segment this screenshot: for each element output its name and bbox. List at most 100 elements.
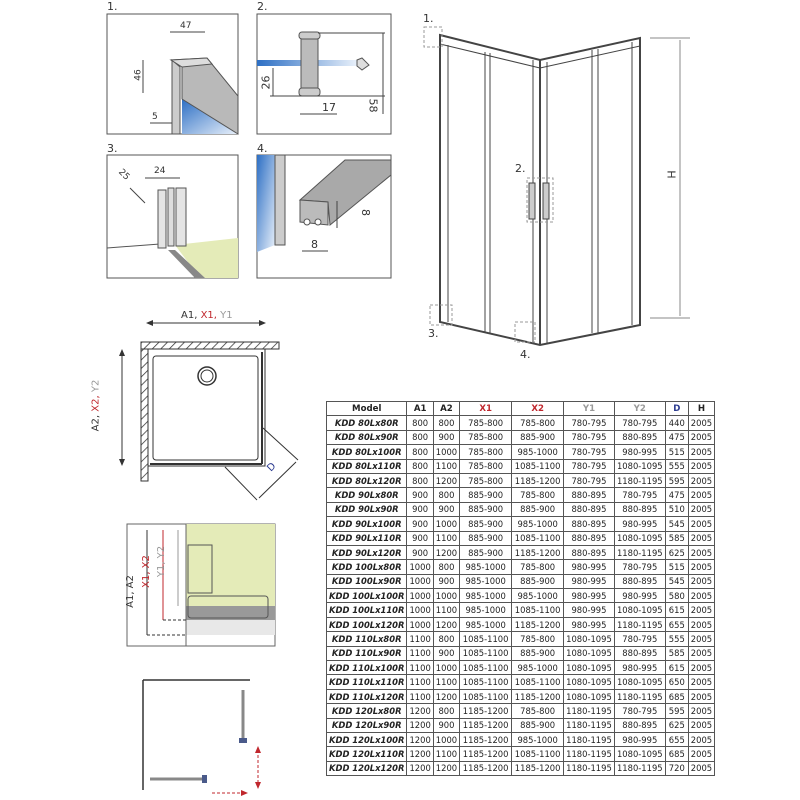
cell-y1: 1080-1095 bbox=[563, 645, 615, 662]
cell-y1: 980-995 bbox=[563, 559, 615, 575]
cell-a2: 800 bbox=[432, 703, 461, 719]
cell-x1: 1085-1100 bbox=[459, 645, 513, 662]
cell-d: 585 bbox=[664, 530, 689, 546]
cell-d: 685 bbox=[664, 746, 689, 762]
cell-y2: 980-995 bbox=[613, 516, 666, 532]
cell-x2: 885-900 bbox=[511, 645, 565, 662]
cell-a2: 900 bbox=[432, 573, 461, 590]
cell-model: KDD 80Lx110R bbox=[325, 458, 408, 474]
cell-model: KDD 80Lx100R bbox=[325, 444, 408, 460]
cell-a1: 1000 bbox=[406, 588, 434, 604]
cell-y1: 1080-1095 bbox=[563, 660, 615, 676]
cell-d: 475 bbox=[664, 429, 689, 446]
cell-a2: 1100 bbox=[432, 746, 461, 762]
cell-x2: 885-900 bbox=[511, 573, 565, 590]
cell-h: 2005 bbox=[687, 444, 716, 460]
cell-x2: 785-800 bbox=[511, 703, 565, 719]
cell-h: 2005 bbox=[687, 458, 716, 474]
cell-a1: 1000 bbox=[406, 602, 434, 618]
detail-1 bbox=[106, 13, 239, 135]
cell-a2: 1000 bbox=[432, 516, 461, 532]
cell-a2: 800 bbox=[432, 487, 461, 503]
cell-a2: 900 bbox=[432, 645, 461, 662]
cell-model: KDD 90Lx100R bbox=[325, 516, 408, 532]
detail-1-number: 1. bbox=[107, 0, 118, 13]
cell-model: KDD 90Lx90R bbox=[325, 501, 408, 518]
cell-a2: 1200 bbox=[432, 544, 461, 561]
cell-y1: 780-795 bbox=[563, 429, 615, 446]
cell-x1: 885-900 bbox=[459, 487, 513, 503]
cell-y1: 880-895 bbox=[563, 487, 615, 503]
detail-4-dim-width: 8 bbox=[311, 238, 318, 251]
cell-y1: 880-895 bbox=[563, 544, 615, 561]
cell-x1: 985-1000 bbox=[459, 588, 513, 604]
col-y1: Y1 bbox=[563, 400, 615, 417]
cell-a2: 1200 bbox=[432, 688, 461, 705]
cell-d: 555 bbox=[664, 631, 689, 647]
col-h: H bbox=[687, 400, 716, 417]
cell-x1: 785-800 bbox=[459, 458, 513, 474]
cell-model: KDD 120Lx90R bbox=[325, 717, 408, 733]
label-y2: Y2 bbox=[90, 379, 102, 393]
col-d: D bbox=[664, 400, 689, 417]
cell-d: 515 bbox=[664, 559, 689, 575]
cell-a1: 1100 bbox=[406, 674, 434, 690]
cell-a2: 1200 bbox=[432, 616, 461, 633]
cell-d: 545 bbox=[664, 516, 689, 532]
cell-model: KDD 120Lx120R bbox=[325, 760, 408, 777]
cell-a2: 1000 bbox=[432, 660, 461, 676]
cell-a1: 800 bbox=[406, 429, 434, 446]
cell-a2: 1100 bbox=[432, 674, 461, 690]
cell-y2: 1080-1095 bbox=[613, 746, 666, 762]
cell-h: 2005 bbox=[687, 544, 716, 561]
cell-y1: 880-895 bbox=[563, 516, 615, 532]
cell-h: 2005 bbox=[687, 703, 716, 719]
cell-d: 625 bbox=[664, 544, 689, 561]
label-y1: Y1 bbox=[220, 310, 233, 321]
detail-2-dim-58: 58 bbox=[366, 98, 380, 113]
cell-x2: 1185-1200 bbox=[511, 472, 565, 489]
cell-y2: 1180-1195 bbox=[613, 688, 666, 705]
cell-x2: 1185-1200 bbox=[511, 616, 565, 633]
cell-model: KDD 80Lx120R bbox=[325, 472, 408, 489]
detail-2 bbox=[256, 13, 392, 135]
cell-a1: 900 bbox=[406, 544, 434, 561]
cell-d: 650 bbox=[664, 674, 689, 690]
cell-x1: 1185-1200 bbox=[459, 746, 513, 762]
cell-h: 2005 bbox=[687, 631, 716, 647]
detail-3-number: 3. bbox=[107, 142, 118, 155]
cell-y2: 780-795 bbox=[613, 703, 666, 719]
cell-y2: 880-895 bbox=[613, 573, 666, 590]
cell-y1: 980-995 bbox=[563, 616, 615, 633]
cell-y2: 980-995 bbox=[613, 660, 666, 676]
callout-2: 2. bbox=[515, 162, 526, 175]
cell-d: 655 bbox=[664, 616, 689, 633]
cell-x2: 885-900 bbox=[511, 501, 565, 518]
callout-3: 3. bbox=[428, 327, 439, 340]
cell-y2: 780-795 bbox=[613, 631, 666, 647]
cell-y1: 1180-1195 bbox=[563, 731, 615, 748]
cell-x1: 785-800 bbox=[459, 415, 513, 431]
cell-model: KDD 80Lx80R bbox=[325, 415, 408, 431]
cell-model: KDD 120Lx80R bbox=[325, 703, 408, 719]
cell-y2: 780-795 bbox=[613, 559, 666, 575]
detail-1-width: 47 bbox=[180, 21, 192, 31]
cell-d: 440 bbox=[664, 415, 689, 431]
cell-x1: 1085-1100 bbox=[459, 688, 513, 705]
detail-2-dim-26: 26 bbox=[259, 75, 273, 90]
cell-a2: 900 bbox=[432, 501, 461, 518]
cell-y2: 1180-1195 bbox=[613, 544, 666, 561]
cell-x1: 885-900 bbox=[459, 501, 513, 518]
cell-x2: 985-1000 bbox=[511, 516, 565, 532]
cell-h: 2005 bbox=[687, 415, 716, 431]
cell-h: 2005 bbox=[687, 501, 716, 518]
cell-h: 2005 bbox=[687, 688, 716, 705]
